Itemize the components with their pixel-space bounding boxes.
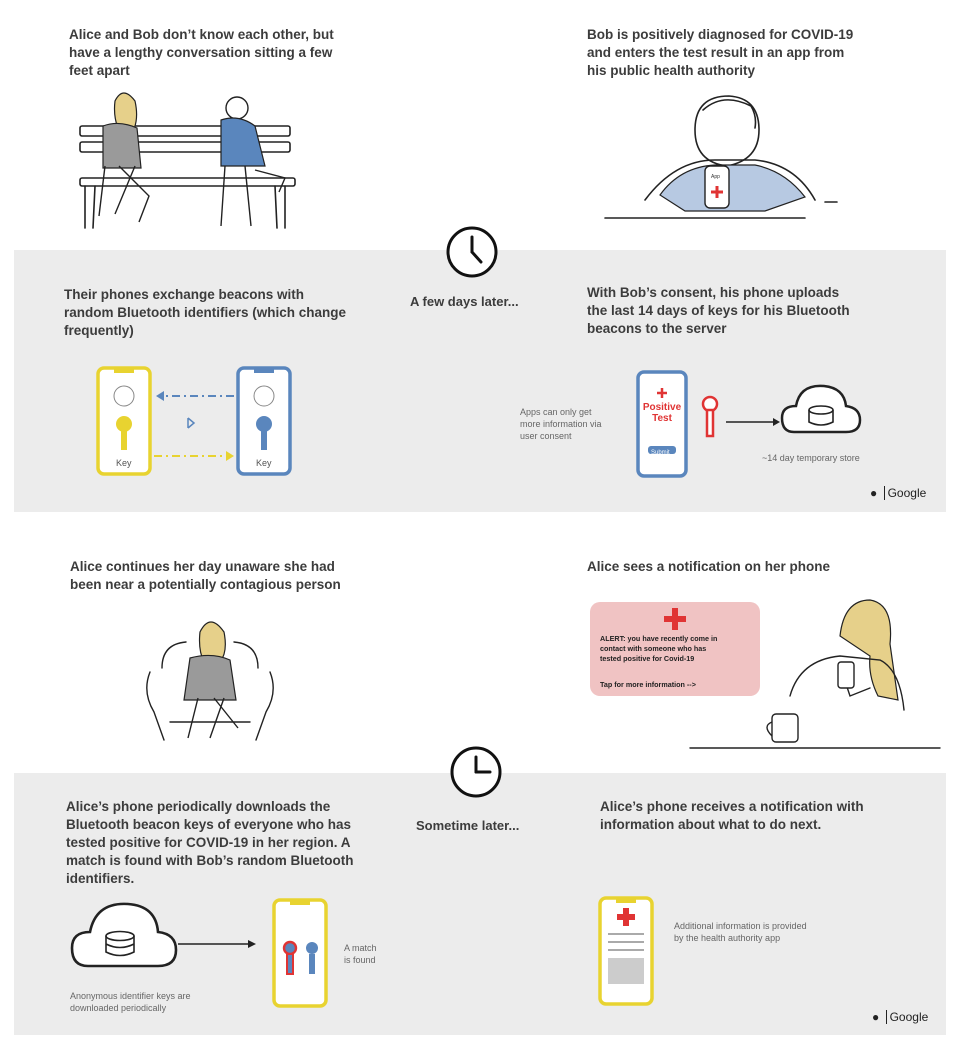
panel-2-text: Bob is positively diagnosed for COVID-19… bbox=[587, 27, 854, 78]
time-label-few-days: A few days later... bbox=[410, 294, 519, 309]
consent-caption: Apps can only get more information via u… bbox=[520, 407, 602, 441]
band-upper bbox=[14, 250, 946, 512]
alert-text: ALERT: you have recently come in contact… bbox=[600, 634, 718, 663]
download-match-illustration bbox=[70, 898, 328, 1008]
panel-7-text: Alice’s phone periodically downloads the… bbox=[66, 799, 354, 886]
downloaded-caption: Anonymous identifier keys are downloaded… bbox=[70, 991, 191, 1013]
key-right-label: Key bbox=[256, 458, 272, 468]
panel-6-text: Alice sees a notification on her phone bbox=[587, 559, 831, 574]
apple-icon: ● bbox=[870, 486, 878, 500]
phones-exchange-illustration: Key Key bbox=[96, 366, 292, 476]
alice-armchair-illustration bbox=[146, 621, 274, 741]
apple-icon: ● bbox=[872, 1010, 880, 1024]
alert-notification[interactable]: ALERT: you have recently come in contact… bbox=[590, 602, 760, 696]
panel-8-text: Alice’s phone receives a notification wi… bbox=[600, 799, 864, 832]
panel-4-text: With Bob’s consent, his phone uploads th… bbox=[587, 285, 850, 336]
upload-illustration bbox=[636, 370, 862, 478]
positive-test-label: Positive Test bbox=[642, 402, 682, 424]
app-label: App bbox=[711, 174, 720, 180]
red-cross-icon bbox=[664, 608, 686, 630]
alice-phone-illustration bbox=[689, 599, 941, 749]
band-lower bbox=[14, 773, 946, 1035]
brand-divider bbox=[885, 1010, 887, 1024]
panel-5-text: Alice continues her day unaware she had … bbox=[70, 559, 341, 592]
info-phone-illustration bbox=[598, 896, 654, 1006]
brand-mark-upper: ● Google bbox=[870, 486, 926, 500]
key-left-label: Key bbox=[116, 458, 132, 468]
clock-icon bbox=[450, 746, 502, 798]
clock-icon bbox=[446, 226, 498, 278]
tap-more-link[interactable]: Tap for more information --> bbox=[600, 680, 696, 689]
bob-phone-illustration: App bbox=[604, 95, 838, 219]
brand-google-label: Google bbox=[889, 1010, 929, 1024]
match-caption: A match is found bbox=[344, 943, 377, 965]
store-caption: ~14 day temporary store bbox=[762, 453, 860, 463]
brand-google-label: Google bbox=[887, 486, 927, 500]
time-label-sometime: Sometime later... bbox=[416, 818, 520, 833]
panel-1-text: Alice and Bob don’t know each other, but… bbox=[69, 27, 334, 78]
submit-label: Submit bbox=[651, 450, 670, 456]
panel-3-text: Their phones exchange beacons with rando… bbox=[64, 287, 347, 338]
brand-mark-lower: ● Google bbox=[872, 1010, 928, 1024]
additional-caption: Additional information is provided by th… bbox=[674, 921, 807, 943]
bench-illustration bbox=[79, 92, 296, 229]
brand-divider bbox=[883, 486, 885, 500]
